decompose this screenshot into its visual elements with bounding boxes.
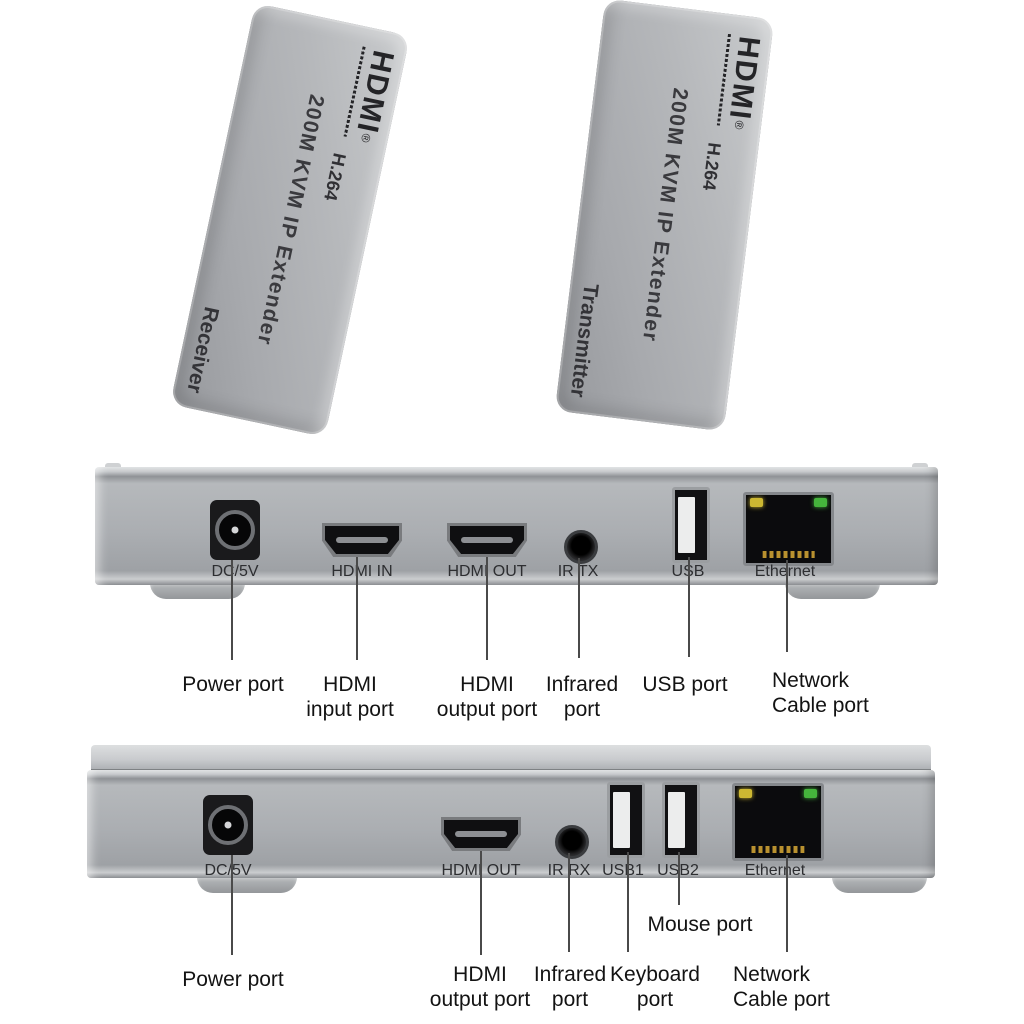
dc-power-jack-graphic	[203, 795, 253, 855]
callout-label: Mouse port	[647, 913, 753, 936]
device-top-face: HDMI® H.264 200M KVM IP Extender Receive…	[170, 3, 410, 437]
callout-label: Power port	[182, 968, 284, 991]
callout-label: USB port	[642, 673, 728, 696]
port-label: HDMI IN	[331, 563, 393, 580]
callout-label: Network Cable port	[772, 669, 869, 717]
callout-line	[231, 855, 233, 955]
led-yellow	[739, 789, 752, 798]
device-role-label: Transmitter	[565, 282, 603, 399]
dc-power-jack-graphic	[210, 500, 260, 560]
codec-label: H.264	[320, 151, 350, 203]
led-green	[814, 498, 827, 507]
callout-label: HDMI input port	[306, 673, 394, 721]
ir-tx-port-graphic	[564, 530, 598, 564]
callout-line	[356, 557, 358, 660]
hdmi-out-port-graphic	[447, 523, 527, 557]
callout-label: Power port	[182, 673, 284, 696]
hdmi-out-port-graphic	[441, 817, 521, 851]
registered-mark: ®	[731, 119, 747, 133]
callout-line	[786, 560, 788, 652]
callout-line	[786, 855, 788, 952]
usb2-port-graphic	[662, 782, 700, 858]
callout-line	[688, 557, 690, 657]
usb-port-graphic	[672, 487, 710, 563]
hdmi-logo-text: HDMI	[349, 47, 400, 138]
registered-mark: ®	[357, 132, 374, 146]
callout-label: HDMI output port	[429, 963, 531, 1011]
ethernet-port-graphic	[743, 492, 834, 566]
device-top-face: HDMI® H.264 200M KVM IP Extender Transmi…	[554, 0, 775, 432]
codec-label: H.264	[698, 141, 725, 192]
port-label: IR TX	[557, 563, 599, 580]
port-label: DC/5V	[204, 862, 252, 879]
port-label: Ethernet	[754, 563, 816, 580]
callout-label: Keyboard port	[610, 963, 700, 1011]
device-title: 200M KVM IP Extender	[637, 86, 693, 344]
rubber-foot	[197, 874, 297, 893]
device-transmitter: HDMI® H.264 200M KVM IP Extender Transmi…	[554, 0, 775, 432]
ethernet-port-graphic	[732, 783, 824, 861]
usb1-port-graphic	[607, 782, 645, 858]
port-label: DC/5V	[211, 563, 259, 580]
panel-top-face	[91, 745, 931, 771]
callout-label: Infrared port	[545, 673, 619, 721]
callout-label: Infrared port	[533, 963, 607, 1011]
rubber-foot	[832, 874, 927, 893]
hdmi-logo: HDMI®	[716, 33, 766, 133]
led-yellow	[750, 498, 763, 507]
port-label: USB1	[602, 862, 644, 879]
callout-label: Network Cable port	[733, 963, 830, 1011]
device-receiver: HDMI® H.264 200M KVM IP Extender Receive…	[170, 3, 410, 437]
callout-line	[231, 560, 233, 660]
hdmi-logo: HDMI®	[343, 46, 400, 147]
port-label: Ethernet	[744, 862, 806, 879]
led-green	[804, 789, 817, 798]
callout-line	[486, 557, 488, 660]
callout-line	[678, 852, 680, 905]
port-label: USB2	[623, 862, 733, 880]
device-branding: HDMI® H.264	[698, 33, 766, 195]
callout-line	[578, 558, 580, 658]
hdmi-in-port-graphic	[322, 523, 402, 557]
receiver-back-panel: DC/5V HDMI IN HDMI OUT IR TX USB Etherne…	[95, 463, 938, 599]
callout-label: HDMI output port	[436, 673, 538, 721]
callout-line	[627, 852, 629, 952]
callout-line	[568, 853, 570, 952]
callout-line	[480, 851, 482, 955]
ir-rx-port-graphic	[555, 825, 589, 859]
transmitter-back-panel: DC/5V HDMI OUT IR RX USB1 USB2 Ethernet	[87, 745, 935, 893]
device-role-label: Receiver	[182, 304, 223, 396]
device-title: 200M KVM IP Extender	[252, 92, 329, 348]
